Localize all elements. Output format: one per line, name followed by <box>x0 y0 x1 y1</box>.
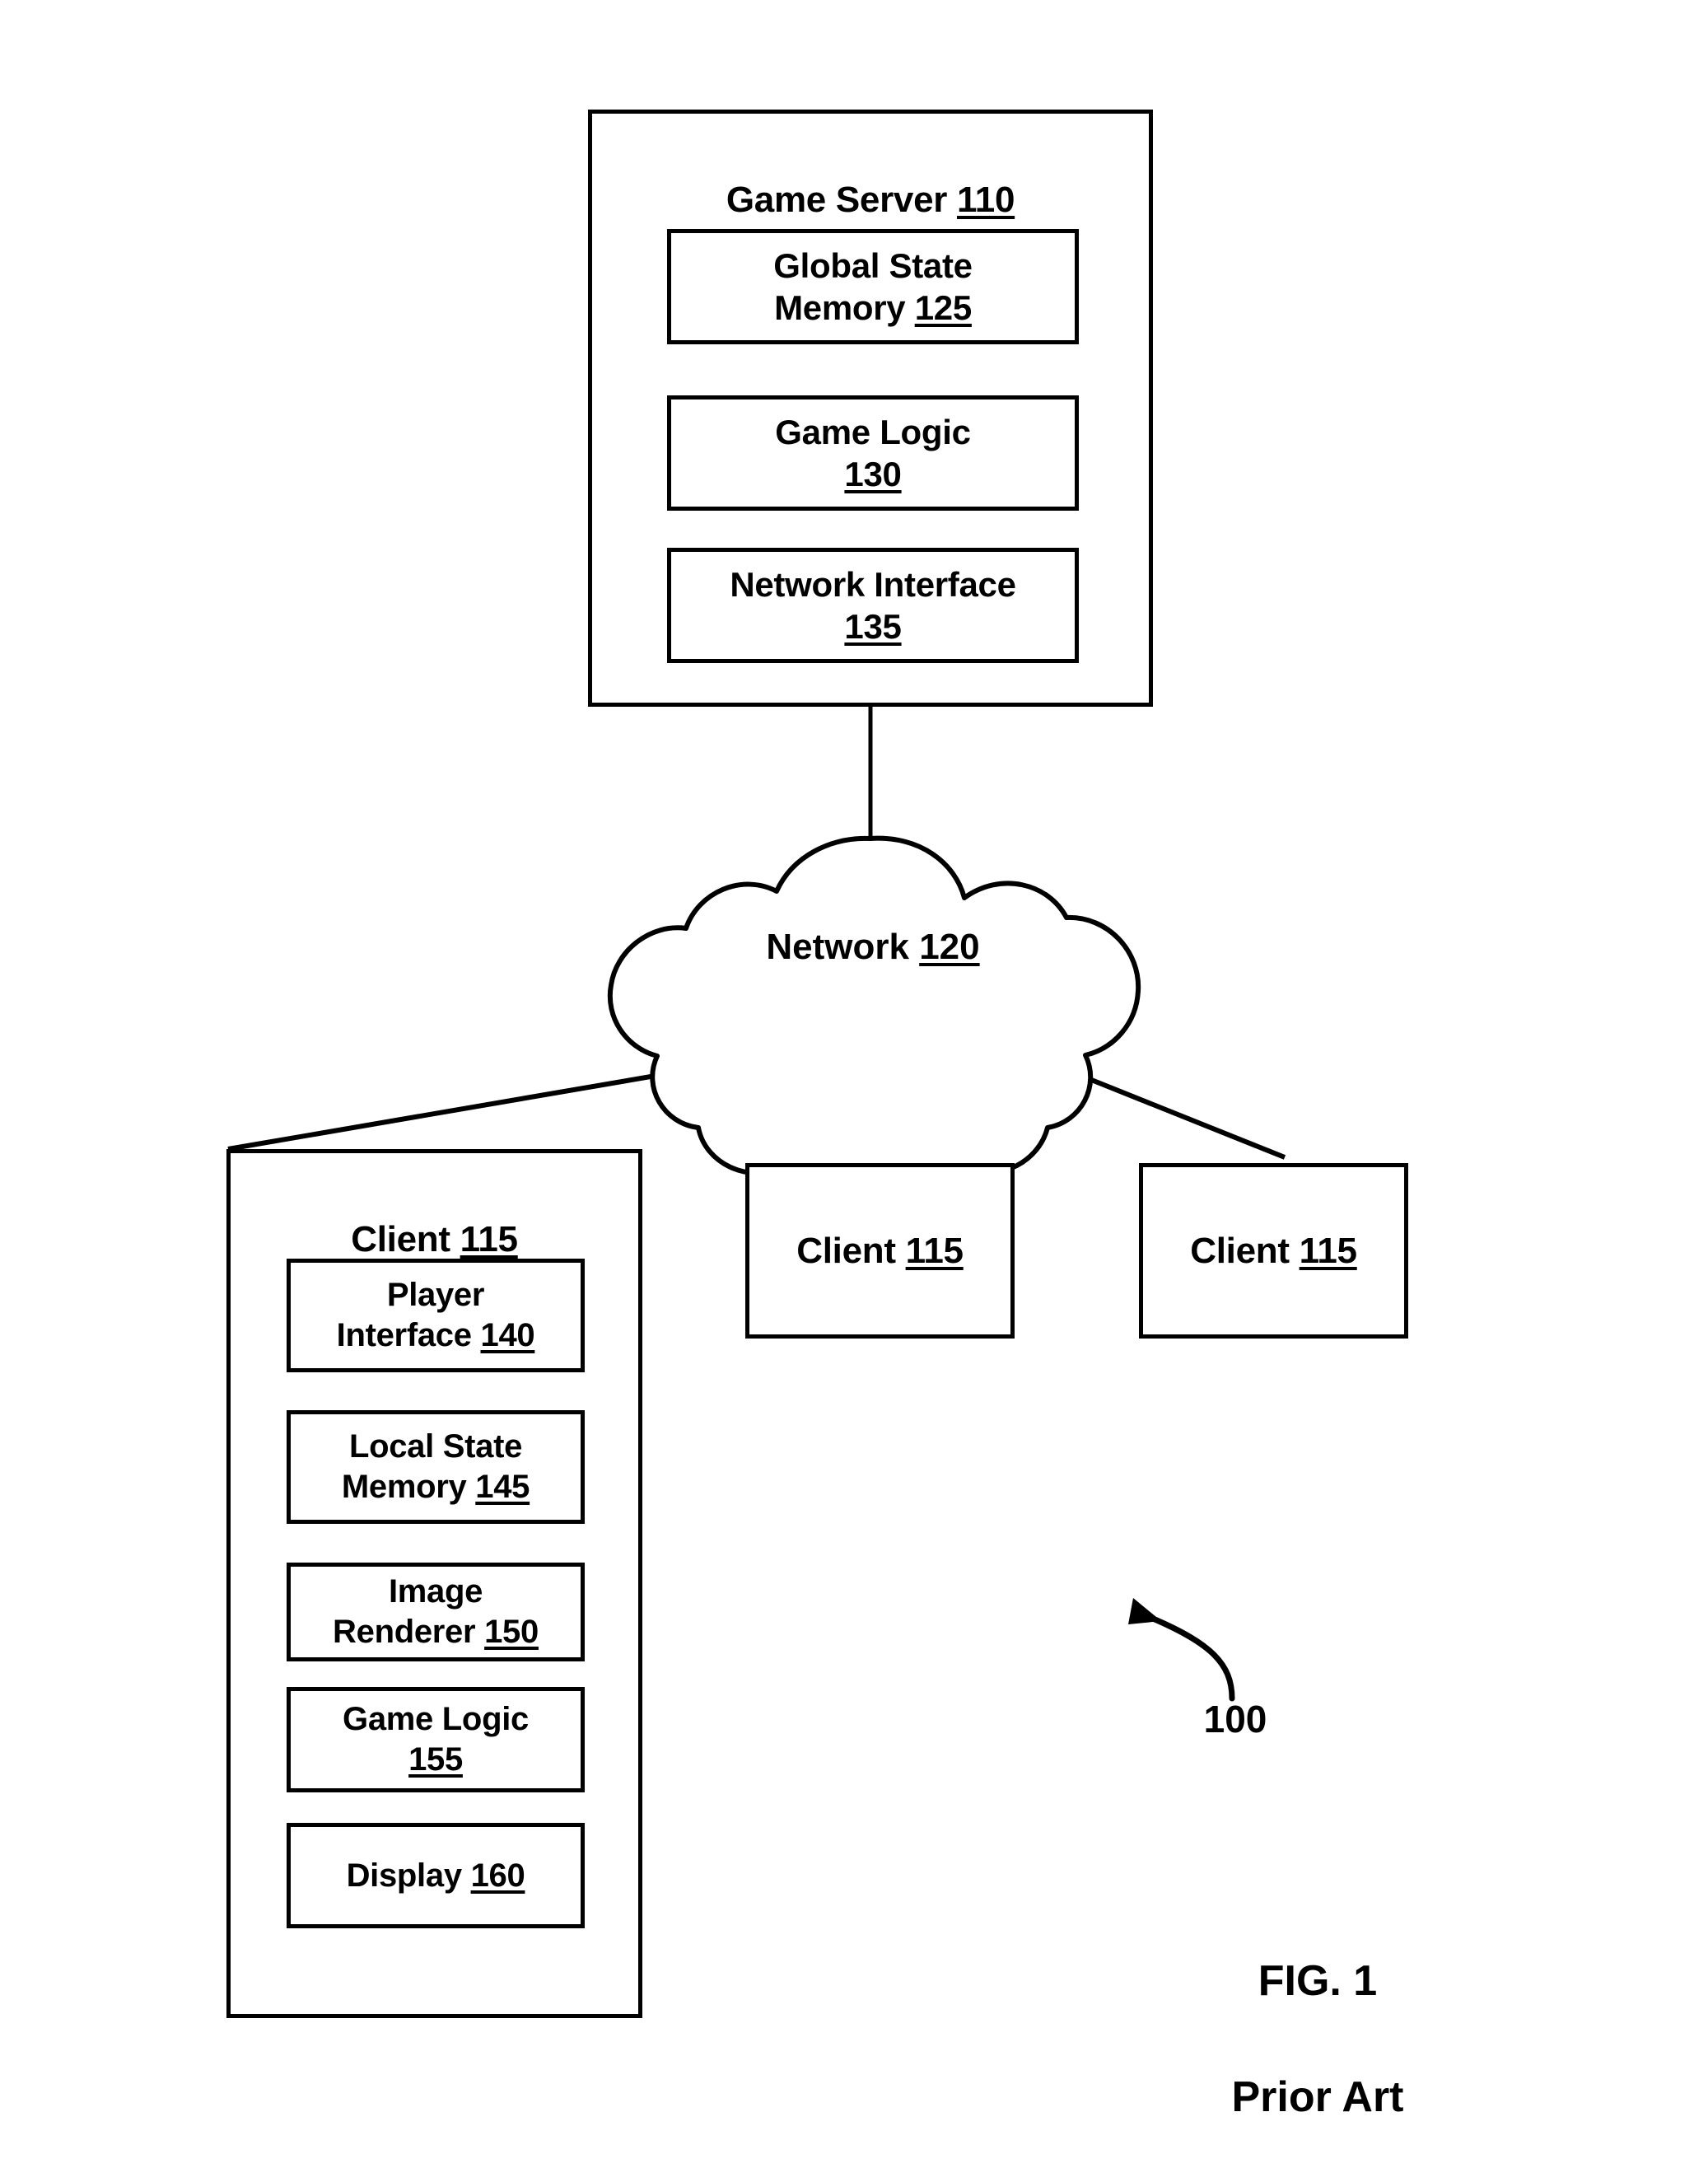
network-label-text: Network <box>766 927 920 967</box>
client-detailed-title-ref: 115 <box>460 1218 518 1259</box>
player-interface-box: Player Interface 140 <box>287 1259 585 1372</box>
global-state-memory-box: Global State Memory 125 <box>667 229 1079 344</box>
client-simple-text-2: Client <box>1190 1230 1300 1271</box>
client-simple-box-2: Client 115 <box>1139 1163 1408 1339</box>
client-game-logic-ref: 155 <box>408 1741 463 1778</box>
image-renderer-ref: 150 <box>484 1614 539 1650</box>
player-interface-ref: 140 <box>480 1317 535 1353</box>
display-label: Display 160 <box>347 1856 525 1896</box>
global-state-memory-ref: 125 <box>914 288 972 327</box>
image-renderer-box: Image Renderer 150 <box>287 1563 585 1661</box>
client-simple-ref-2: 115 <box>1299 1230 1357 1271</box>
client-detailed-title-text: Client <box>351 1218 460 1259</box>
image-renderer-label: Image Renderer 150 <box>333 1572 539 1652</box>
global-state-memory-text: Global State Memory <box>773 245 973 327</box>
image-renderer-text: Image Renderer <box>333 1573 483 1650</box>
client-game-logic-text: Game Logic <box>343 1701 529 1738</box>
server-game-logic-box: Game Logic 130 <box>667 395 1079 511</box>
game-server-title: Game Server 110 <box>592 133 1149 222</box>
player-interface-text: Player Interface <box>336 1277 485 1353</box>
network-interface-ref: 135 <box>844 607 902 646</box>
local-state-memory-text: Local State Memory <box>341 1428 523 1505</box>
client-simple-label-2: Client 115 <box>1190 1229 1357 1273</box>
network-interface-label: Network Interface 135 <box>730 563 1016 647</box>
client-simple-ref-1: 115 <box>905 1230 964 1271</box>
figure-caption-line1: FIG. 1 <box>1258 1957 1378 2006</box>
client-simple-box-1: Client 115 <box>745 1163 1015 1339</box>
player-interface-label: Player Interface 140 <box>337 1275 535 1356</box>
local-state-memory-ref: 145 <box>475 1469 530 1505</box>
display-box: Display 160 <box>287 1823 585 1928</box>
figure-caption-line2: Prior Art <box>1231 2072 1404 2121</box>
figure-caption: FIG. 1 Prior Art <box>1153 1895 1482 2168</box>
network-cloud-label: Network 120 <box>642 927 1104 968</box>
network-label-ref: 120 <box>919 927 980 967</box>
server-game-logic-ref: 130 <box>844 455 902 493</box>
client-game-logic-label: Game Logic 155 <box>343 1699 529 1780</box>
network-interface-text: Network Interface <box>730 564 1016 604</box>
local-state-memory-box: Local State Memory 145 <box>287 1410 585 1524</box>
network-interface-box: Network Interface 135 <box>667 548 1079 663</box>
global-state-memory-label: Global State Memory 125 <box>773 245 973 329</box>
game-server-title-text: Game Server <box>726 179 958 220</box>
game-server-title-ref: 110 <box>957 179 1015 220</box>
system-ref-number: 100 <box>1203 1698 1267 1740</box>
local-state-memory-label: Local State Memory 145 <box>342 1427 530 1507</box>
client-game-logic-box: Game Logic 155 <box>287 1687 585 1792</box>
server-game-logic-label: Game Logic 130 <box>775 411 971 495</box>
display-ref: 160 <box>470 1857 525 1894</box>
client-simple-label-1: Client 115 <box>796 1229 964 1273</box>
client-detailed-title: Client 115 <box>231 1173 638 1261</box>
display-text: Display <box>346 1857 471 1894</box>
server-game-logic-text: Game Logic <box>775 412 971 451</box>
client-simple-text-1: Client <box>796 1230 906 1271</box>
